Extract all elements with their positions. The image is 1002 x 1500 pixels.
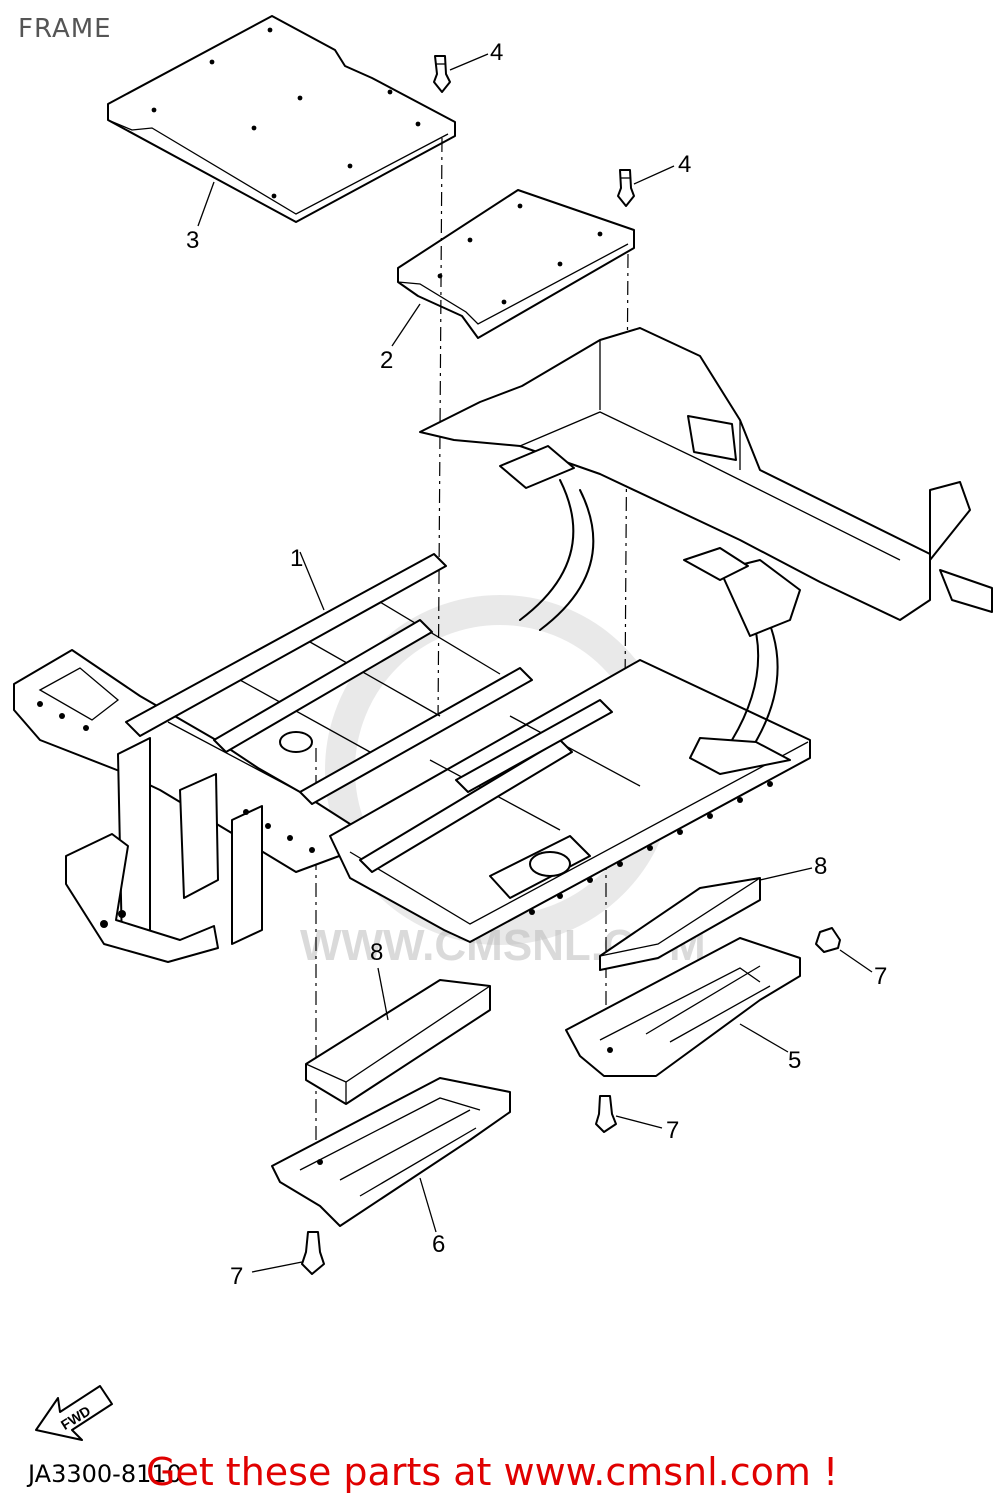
bolt-7-bottom (301, 1231, 325, 1275)
floor-board-2 (397, 189, 635, 339)
leader-lines (197, 53, 873, 1273)
callout-2: 2 (380, 347, 393, 374)
page-title: FRAME (18, 14, 112, 44)
bolt-4-top (433, 55, 451, 93)
floor-board-3 (107, 15, 456, 223)
main-frame-1 (13, 327, 993, 963)
callout-1: 1 (290, 545, 303, 572)
callout-7-bottom: 7 (230, 1263, 243, 1290)
callout-8-left: 8 (370, 939, 383, 966)
bracket-5 (565, 937, 801, 1077)
forward-arrow-icon: FWD (35, 1385, 113, 1441)
callout-3: 3 (186, 227, 199, 254)
bolt-7-right (815, 927, 841, 953)
promo-link[interactable]: Get these parts at www.cmsnl.com ! (146, 1450, 839, 1494)
bracket-6 (271, 1077, 511, 1227)
callout-7-middle: 7 (666, 1117, 679, 1144)
callout-8-right: 8 (814, 853, 827, 880)
callout-7-right: 7 (874, 963, 887, 990)
callout-4-top: 4 (490, 39, 503, 66)
callout-labels: 1 2 3 4 4 5 6 7 7 7 8 8 (186, 39, 887, 1290)
bolt-7-middle (595, 1095, 617, 1133)
pad-8-left (305, 979, 491, 1105)
bolt-4-right (617, 169, 635, 207)
diagram-code: JA3300-8110 (28, 1460, 182, 1488)
callout-6: 6 (432, 1231, 445, 1258)
callout-5: 5 (788, 1047, 801, 1074)
pad-8-right (599, 877, 761, 971)
callout-4-right: 4 (678, 151, 691, 178)
